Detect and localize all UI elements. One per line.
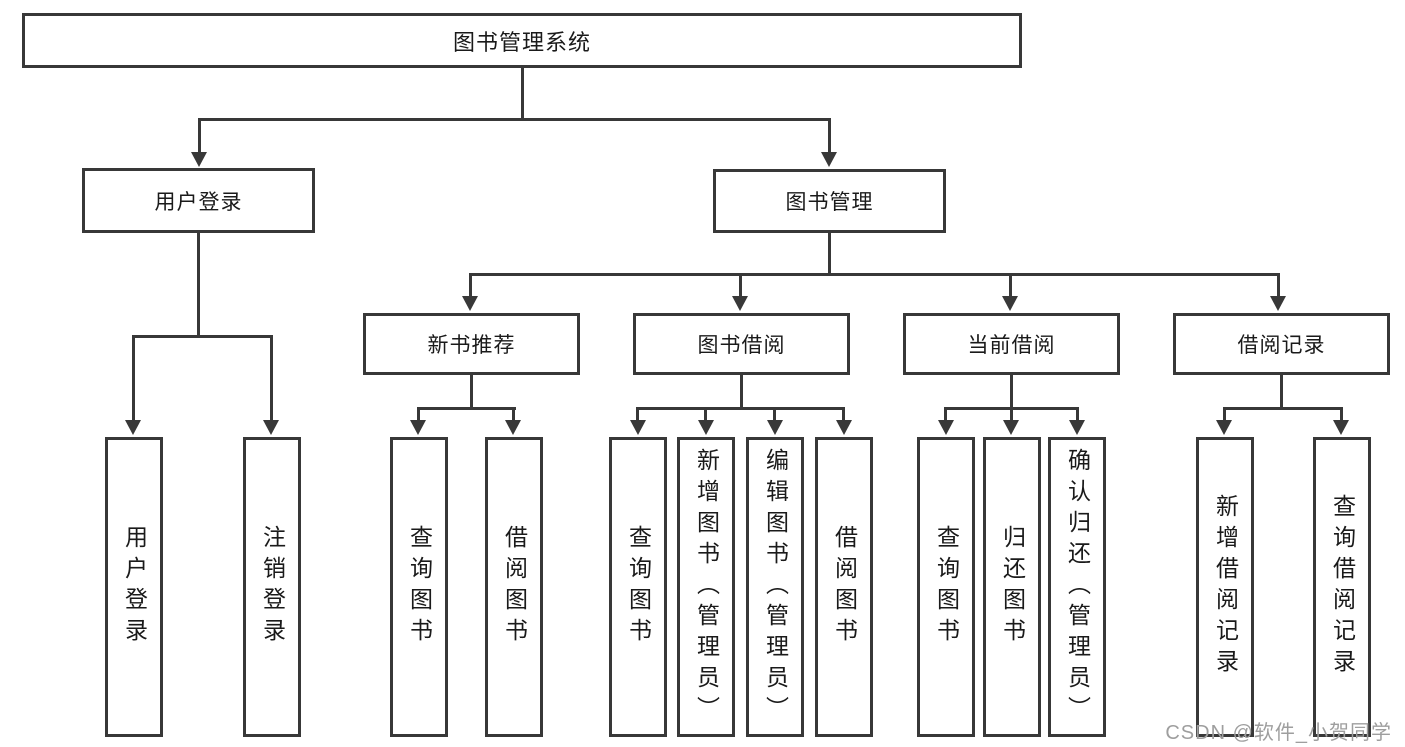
connector-line — [197, 233, 200, 337]
arrowhead — [938, 420, 954, 435]
leaf-confirm-return-admin: 确认归还（管理员） — [1048, 437, 1106, 737]
leaf-user-login: 用户登录 — [105, 437, 163, 737]
connector-line — [636, 407, 845, 410]
arrowhead — [821, 152, 837, 167]
arrowhead — [732, 296, 748, 311]
node-book-management: 图书管理 — [713, 169, 946, 233]
node-root: 图书管理系统 — [22, 13, 1022, 68]
connector-line — [739, 273, 742, 298]
connector-line — [636, 407, 639, 422]
leaf-logout: 注销登录 — [243, 437, 301, 737]
connector-line — [828, 118, 831, 154]
connector-line — [469, 273, 1280, 276]
connector-line — [132, 335, 135, 422]
connector-line — [1010, 375, 1013, 409]
leaf-add-books-admin: 新增图书（管理员） — [677, 437, 735, 737]
connector-line — [704, 407, 707, 422]
arrowhead — [263, 420, 279, 435]
node-new-book-recommend: 新书推荐 — [363, 313, 580, 375]
leaf-query-books: 查询图书 — [609, 437, 667, 737]
csdn-watermark: CSDN @软件_小贺同学 — [1165, 722, 1392, 744]
arrowhead — [1270, 296, 1286, 311]
connector-line — [842, 407, 845, 422]
leaf-add-borrow-record: 新增借阅记录 — [1196, 437, 1254, 737]
leaf-query-borrow-record: 查询借阅记录 — [1313, 437, 1371, 737]
connector-line — [1277, 273, 1280, 298]
connector-line — [469, 273, 472, 298]
connector-line — [1340, 407, 1343, 422]
leaf-edit-books-admin: 编辑图书（管理员） — [746, 437, 804, 737]
connector-line — [828, 233, 831, 275]
arrowhead — [630, 420, 646, 435]
connector-line — [944, 407, 947, 422]
arrowhead — [1069, 420, 1085, 435]
connector-line — [198, 118, 831, 121]
leaf-borrow-books-recommend: 借阅图书 — [485, 437, 543, 737]
connector-line — [512, 407, 515, 422]
connector-line — [521, 68, 524, 120]
arrowhead — [1002, 296, 1018, 311]
node-user-login: 用户登录 — [82, 168, 315, 233]
connector-line — [417, 407, 420, 422]
connector-line — [740, 375, 743, 409]
connector-line — [198, 118, 201, 154]
node-borrowing-records: 借阅记录 — [1173, 313, 1390, 375]
arrowhead — [1333, 420, 1349, 435]
arrowhead — [767, 420, 783, 435]
connector-line — [132, 335, 273, 338]
leaf-query-books-recommend: 查询图书 — [390, 437, 448, 737]
connector-line — [773, 407, 776, 422]
connector-line — [1223, 407, 1226, 422]
connector-line — [417, 407, 516, 410]
leaf-query-books-current: 查询图书 — [917, 437, 975, 737]
arrowhead — [505, 420, 521, 435]
arrowhead — [462, 296, 478, 311]
leaf-borrow-books: 借阅图书 — [815, 437, 873, 737]
connector-line — [1009, 273, 1012, 298]
node-book-borrowing: 图书借阅 — [633, 313, 850, 375]
connector-line — [470, 375, 473, 409]
connector-line — [1076, 407, 1079, 422]
arrowhead — [191, 152, 207, 167]
connector-line — [1223, 407, 1343, 410]
leaf-return-books: 归还图书 — [983, 437, 1041, 737]
arrowhead — [836, 420, 852, 435]
arrowhead — [1216, 420, 1232, 435]
arrowhead — [125, 420, 141, 435]
connector-line — [270, 335, 273, 422]
connector-line — [1010, 407, 1013, 422]
arrowhead — [410, 420, 426, 435]
arrowhead — [698, 420, 714, 435]
node-current-borrowing: 当前借阅 — [903, 313, 1120, 375]
arrowhead — [1003, 420, 1019, 435]
connector-line — [1280, 375, 1283, 409]
